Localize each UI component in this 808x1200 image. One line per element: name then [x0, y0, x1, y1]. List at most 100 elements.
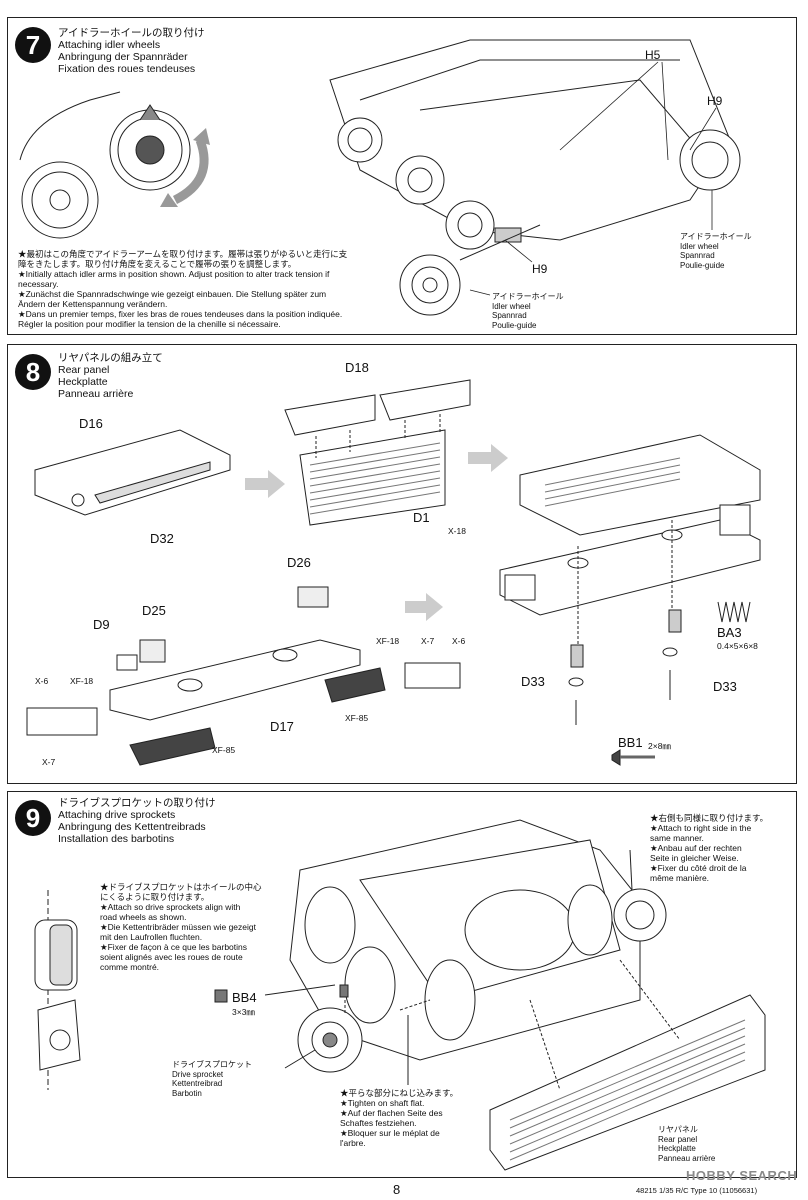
right-note-line: ★Fixer du côté droit de la	[650, 863, 747, 873]
idler-label-en: Idler wheel	[492, 301, 531, 311]
part-label-d1: D1	[413, 510, 430, 525]
step8-title-fr: Panneau arrière	[58, 388, 134, 400]
shaft-note-line: l'arbre.	[340, 1138, 366, 1148]
idler-label-de: Spannrad	[492, 311, 527, 320]
align-note-line: にくるように取り付けます。	[100, 892, 210, 902]
rear-panel-label-de: Heckplatte	[658, 1144, 696, 1153]
align-note-line: road wheels as shown.	[100, 912, 187, 922]
bb1-size: 2×8㎜	[648, 741, 671, 751]
grub-screw-icon	[214, 989, 228, 1003]
step9-shaft-notes: ★平らな部分にねじ込みます。 ★Tighten on shaft flat. ★…	[340, 1088, 470, 1148]
part-label-h9: H9	[707, 94, 723, 108]
step8-title-de: Heckplatte	[58, 376, 108, 388]
step7-note-line: Régler la position pour modifier la tens…	[18, 319, 281, 329]
part-label-h5: H5	[645, 48, 661, 62]
paint-code-xf85: XF-85	[345, 713, 369, 723]
part-label-d17: D17	[270, 719, 294, 734]
step9-title-fr: Installation des barbotins	[58, 833, 175, 845]
shaft-note-line: ★Auf der flachen Seite des	[340, 1108, 443, 1118]
step9-right-side-notes: ★右側も同様に取り付けます。 ★Attach to right side in …	[650, 813, 790, 883]
idler-label-jp: アイドラーホイール	[680, 232, 752, 241]
part-label-d32: D32	[150, 531, 174, 546]
step7-notes: ★最初はこの角度でアイドラーアームを取り付けます。履帯は張りがゆるいと走行に支 …	[18, 249, 378, 329]
process-arrow-icon	[468, 444, 508, 472]
step9-number: 9	[15, 800, 51, 836]
part-label-d9: D9	[93, 617, 110, 632]
spring-icon	[717, 601, 751, 623]
sprocket-label-jp: ドライブスプロケット	[172, 1060, 252, 1069]
step7-note-line: necessary.	[18, 279, 59, 289]
step7-titles: アイドラーホイールの取り付け Attaching idler wheels An…	[58, 27, 204, 75]
right-note-line: ★Anbau auf der rechten	[650, 843, 742, 853]
align-note-line: ★Attach so drive sprockets align with	[100, 902, 241, 912]
rotate-arrow-icon	[172, 138, 209, 205]
step7-note-line: ★Dans un premier temps, fixer les bras d…	[18, 309, 343, 319]
page-number: 8	[393, 1182, 401, 1197]
paint-code-x7: X-7	[421, 636, 435, 646]
right-note-line: ★Attach to right side in the	[650, 823, 752, 833]
screw-icon	[611, 749, 621, 766]
idler-label-de: Spannrad	[680, 251, 715, 260]
sprocket-label-en: Drive sprocket	[172, 1069, 224, 1079]
idler-label-fr: Poulie-guide	[492, 320, 537, 330]
shaft-note-line: ★平らな部分にねじ込みます。	[340, 1088, 459, 1098]
d16-part-drawing	[34, 429, 231, 516]
part-label-d16: D16	[79, 416, 103, 431]
align-note-line: soient alignés avec les roues de route	[100, 952, 243, 962]
process-arrow-icon	[405, 593, 443, 621]
step9-title-jp: ドライブスプロケットの取り付け	[58, 797, 216, 809]
rear-panel-label-jp: リヤパネル	[658, 1125, 698, 1134]
right-note-line: same manner.	[650, 833, 704, 843]
step7-note-line: ★Zunächst die Spannradschwinge wie gezei…	[18, 289, 327, 299]
paint-code-xf18: XF-18	[376, 636, 400, 646]
right-note-line: même manière.	[650, 873, 710, 883]
paint-code-xf18: XF-18	[70, 676, 94, 686]
step8-title-en: Rear panel	[58, 364, 110, 376]
bb4-size: 3×3㎜	[232, 1007, 255, 1017]
idler-label-en: Idler wheel	[680, 241, 719, 251]
part-label-d25: D25	[142, 603, 166, 618]
step9-title-en: Attaching drive sprockets	[58, 809, 176, 821]
paint-code-x6: X-6	[35, 676, 49, 686]
right-note-line: ★右側も同様に取り付けます。	[650, 813, 769, 823]
hull-illustration	[329, 39, 741, 316]
shaft-note-line: ★Bloquer sur le méplat de	[340, 1128, 440, 1138]
paint-code-x18: X-18	[448, 526, 466, 536]
align-note-line: ★ドライブスプロケットはホイールの中心	[100, 882, 262, 892]
step7-note-line: ★最初はこの角度でアイドラーアームを取り付けます。履帯は張りがゆるいと走行に支	[18, 249, 348, 259]
idler-label-fr: Poulie-guide	[680, 260, 725, 270]
drive-sprocket-label: ドライブスプロケット Drive sprocket Kettentreibrad…	[172, 1060, 252, 1098]
step7-note-line: Ändern der Kettenspannung verändern.	[18, 299, 168, 309]
step9-titles: ドライブスプロケットの取り付け Attaching drive sprocket…	[58, 797, 216, 845]
step8-titles: リヤパネルの組み立て Rear panel Heckplatte Panneau…	[58, 352, 163, 400]
align-note-line: ★Fixer de façon à ce que les barbotins	[100, 942, 248, 952]
step9-align-notes: ★ドライブスプロケットはホイールの中心 にくるように取り付けます。 ★Attac…	[100, 882, 270, 972]
step7-title-fr: Fixation des roues tendeuses	[58, 63, 196, 75]
idler-wheel-label: アイドラーホイール Idler wheel Spannrad Poulie-gu…	[680, 232, 752, 270]
paint-code-x6: X-6	[452, 636, 466, 646]
ba3-size: 0.4×5×6×8	[717, 641, 758, 651]
step8-number: 8	[15, 354, 51, 390]
right-note-line: Seite in gleicher Weise.	[650, 853, 739, 863]
part-label-d33: D33	[713, 679, 737, 694]
part-label-d33: D33	[521, 674, 545, 689]
watermark: HOBBY SEARCH	[686, 1168, 798, 1183]
step7-note-line: ★Initially attach idler arms in position…	[18, 269, 330, 279]
part-label-ba3: BA3	[717, 625, 742, 640]
shaft-note-line: ★Tighten on shaft flat.	[340, 1098, 425, 1108]
sprocket-label-de: Kettentreibrad	[172, 1079, 223, 1088]
rear-panel-label: リヤパネル Rear panel Heckplatte Panneau arri…	[658, 1125, 715, 1163]
shaft-note-line: Schaftes festziehen.	[340, 1118, 417, 1128]
d17-part-drawing	[109, 639, 361, 721]
part-label-d18: D18	[345, 360, 369, 375]
idler-wheel-label: アイドラーホイール Idler wheel Spannrad Poulie-gu…	[492, 292, 564, 330]
step7-number: 7	[15, 27, 51, 63]
sprocket-label-fr: Barbotin	[172, 1088, 202, 1098]
idler-label-jp: アイドラーホイール	[492, 292, 564, 301]
idler-closeup-illustration	[19, 91, 191, 239]
part-label-h9: H9	[532, 262, 548, 276]
align-note-line: ★Die Kettentribräder müssen wie gezeigt	[100, 922, 256, 932]
paint-code-x7: X-7	[42, 757, 56, 767]
